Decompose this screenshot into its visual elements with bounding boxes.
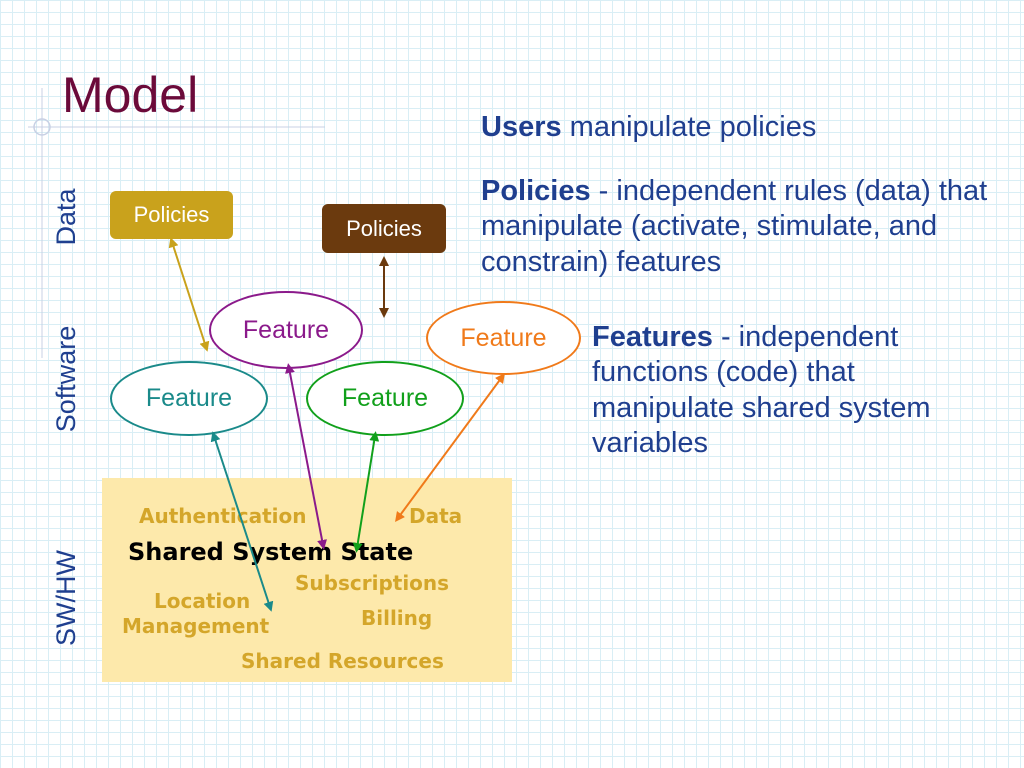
desc-policies: Policies - independent rules (data) that… [481, 174, 1001, 280]
title-circle-ornament [33, 118, 51, 136]
state-item-authentication: Authentication [139, 504, 307, 528]
state-item-management: Management [122, 614, 270, 638]
layer-label-data: Data [51, 188, 81, 246]
policies-box-gold: Policies [110, 191, 233, 239]
feature-ellipse-teal: Feature [110, 361, 268, 436]
feature-ellipse-green: Feature [306, 361, 464, 436]
desc-features: Features - independent functions (code) … [592, 320, 1002, 462]
layer-label-software: Software [51, 325, 81, 433]
state-item-subscriptions: Subscriptions [295, 571, 450, 595]
desc-features-term: Features [592, 321, 713, 353]
desc-users-text: manipulate policies [561, 111, 817, 143]
slide-title: Model [62, 67, 199, 123]
feature-ellipse-purple: Feature [209, 291, 363, 369]
desc-users-term: Users [481, 111, 562, 143]
policies-box-brown: Policies [322, 204, 446, 253]
layer-label-swhw: SW/HW [51, 550, 81, 646]
state-item-billing: Billing [361, 606, 433, 630]
desc-policies-term: Policies [481, 175, 591, 207]
shared-state-title: Shared System State [128, 538, 414, 566]
state-item-data: Data [409, 504, 463, 528]
state-item-location: Location [154, 589, 251, 613]
desc-users: Users manipulate policies [481, 110, 1001, 145]
state-item-shared-resources: Shared Resources [241, 649, 444, 673]
desc-policies-text: - independent rules (data) that manipula… [481, 175, 988, 278]
desc-features-text: - independent functions (code) that mani… [592, 321, 931, 460]
feature-ellipse-orange: Feature [426, 301, 581, 375]
